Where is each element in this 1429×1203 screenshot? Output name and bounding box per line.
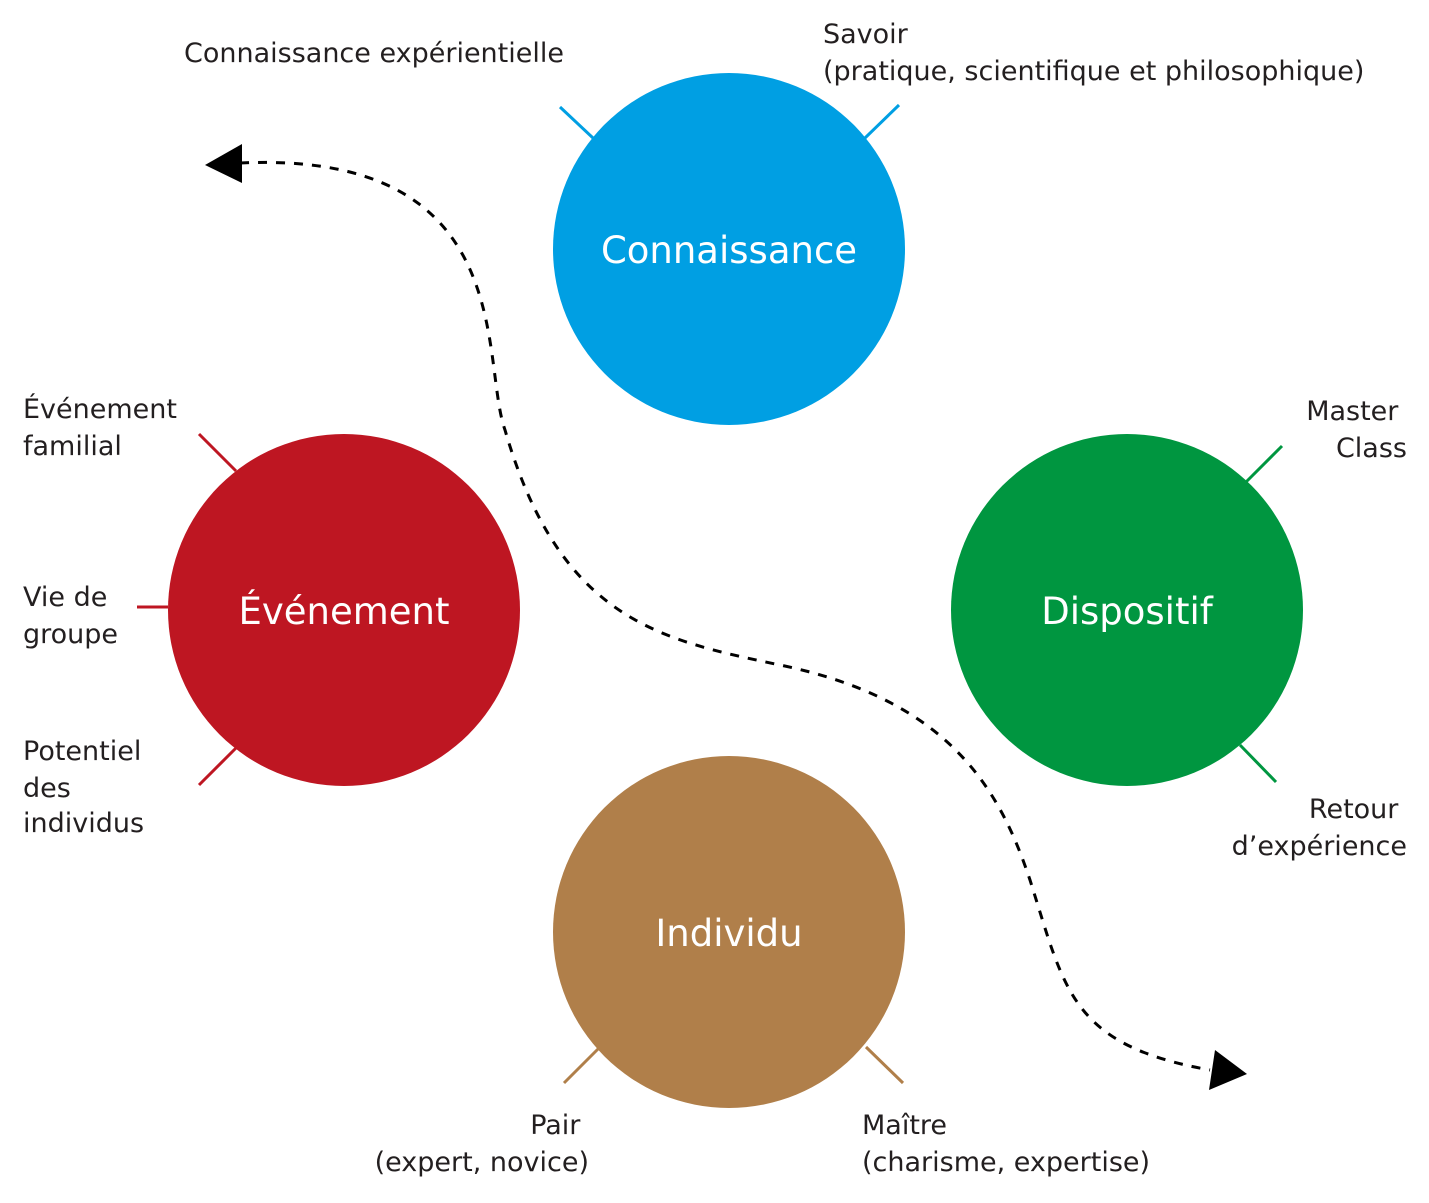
annotation-evenement-familial: Événement familial xyxy=(23,393,186,462)
annotation-connaissance-experientielle: Connaissance expérientielle xyxy=(184,38,564,69)
label-evenement: Événement xyxy=(238,589,449,633)
annotation-retour-experience: Retour d’expérience xyxy=(1232,794,1407,862)
annotation-pair: Pair (expert, novice) xyxy=(375,1110,589,1178)
annotation-vie-de-groupe: Vie de groupe xyxy=(23,582,118,650)
arrowhead-start-icon xyxy=(205,144,242,183)
node-individu: Individu xyxy=(553,756,905,1108)
tick-dispositif-bottom xyxy=(1238,743,1278,784)
annotation-master-class: Master Class xyxy=(1306,396,1407,464)
arrowhead-end-icon xyxy=(1209,1050,1247,1090)
label-dispositif: Dispositif xyxy=(1041,590,1214,633)
tick-evenement-bottom xyxy=(197,746,238,787)
node-dispositif: Dispositif xyxy=(951,434,1303,786)
circle-connaissance xyxy=(553,73,905,425)
node-connaissance: Connaissance xyxy=(553,73,905,425)
annotation-savoir: Savoir (pratique, scientifique et philos… xyxy=(823,19,1364,87)
annotation-potentiel-des-individus: Potentiel des individus xyxy=(23,736,150,839)
flow-arrow xyxy=(205,144,1247,1090)
tick-dispositif-top xyxy=(1244,444,1284,484)
node-evenement: Événement xyxy=(137,432,520,787)
circle-individu xyxy=(553,756,905,1108)
annotation-maitre: Maître (charisme, expertise) xyxy=(862,1110,1150,1178)
tick-evenement-top xyxy=(197,432,238,473)
label-connaissance: Connaissance xyxy=(601,229,857,272)
label-individu: Individu xyxy=(655,912,802,955)
flow-arrow-path xyxy=(239,161,1211,1072)
tick-connaissance-right xyxy=(863,103,901,140)
tick-individu-left xyxy=(562,1045,602,1085)
circle-dispositif xyxy=(951,434,1303,786)
tick-individu-right xyxy=(864,1045,905,1085)
tick-connaissance-left xyxy=(558,105,595,140)
circle-evenement xyxy=(168,434,520,786)
